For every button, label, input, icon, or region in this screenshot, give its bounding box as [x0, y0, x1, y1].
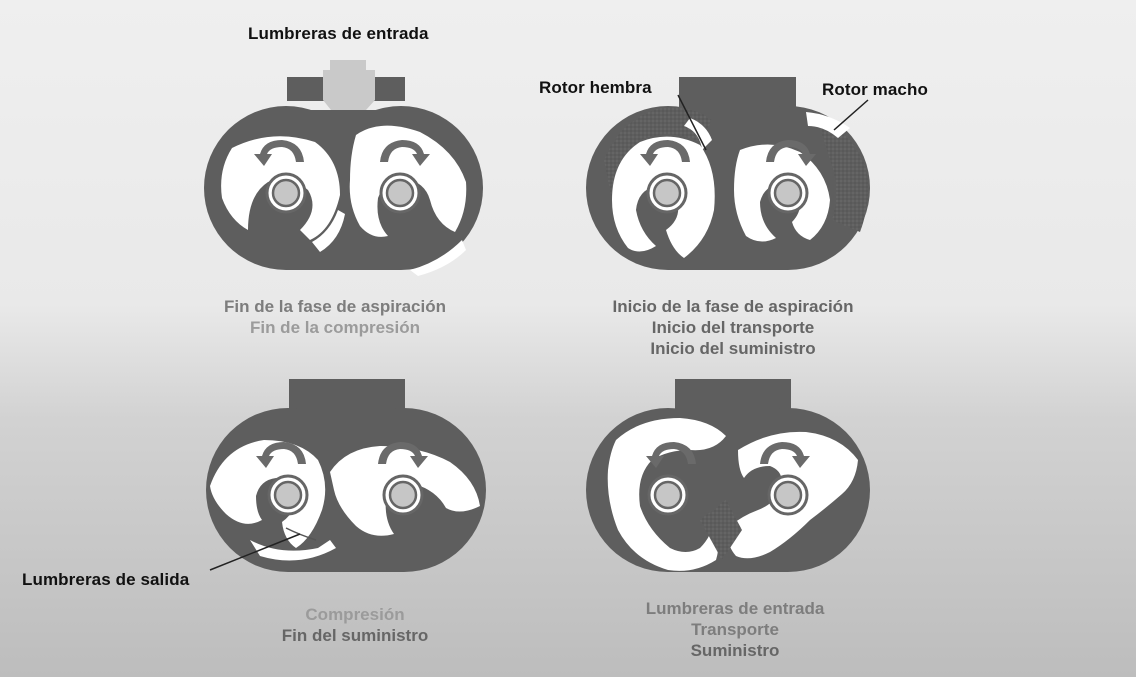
caption-line: Fin del suministro	[281, 626, 429, 645]
inlet-ports-label: Lumbreras de entrada	[248, 24, 429, 43]
outlet-ports-label: Lumbreras de salida	[22, 570, 190, 589]
caption-line: Transporte	[691, 620, 779, 639]
caption-line: Lumbreras de entrada	[645, 599, 825, 618]
caption-top-left: Fin de la fase de aspiración Fin de la c…	[200, 296, 470, 338]
diagram-bottom-right	[586, 379, 870, 572]
caption-bottom-right: Lumbreras de entrada Transporte Suminist…	[620, 598, 850, 661]
caption-line: Compresión	[305, 605, 405, 624]
caption-top-right: Inicio de la fase de aspiración Inicio d…	[588, 296, 878, 359]
caption-line: Suministro	[690, 641, 780, 660]
caption-line: Fin de la fase de aspiración	[223, 297, 447, 316]
female-rotor-label: Rotor hembra	[539, 78, 652, 97]
caption-line: Inicio del transporte	[651, 318, 815, 337]
caption-line: Inicio de la fase de aspiración	[612, 297, 854, 316]
diagram-bottom-left	[206, 379, 486, 572]
diagram-top-left	[204, 60, 483, 276]
caption-line: Inicio del suministro	[650, 339, 816, 358]
diagram-top-right	[586, 77, 870, 270]
caption-line: Fin de la compresión	[249, 318, 421, 337]
male-rotor-label: Rotor macho	[822, 80, 928, 99]
caption-bottom-left: Compresión Fin del suministro	[250, 604, 460, 646]
